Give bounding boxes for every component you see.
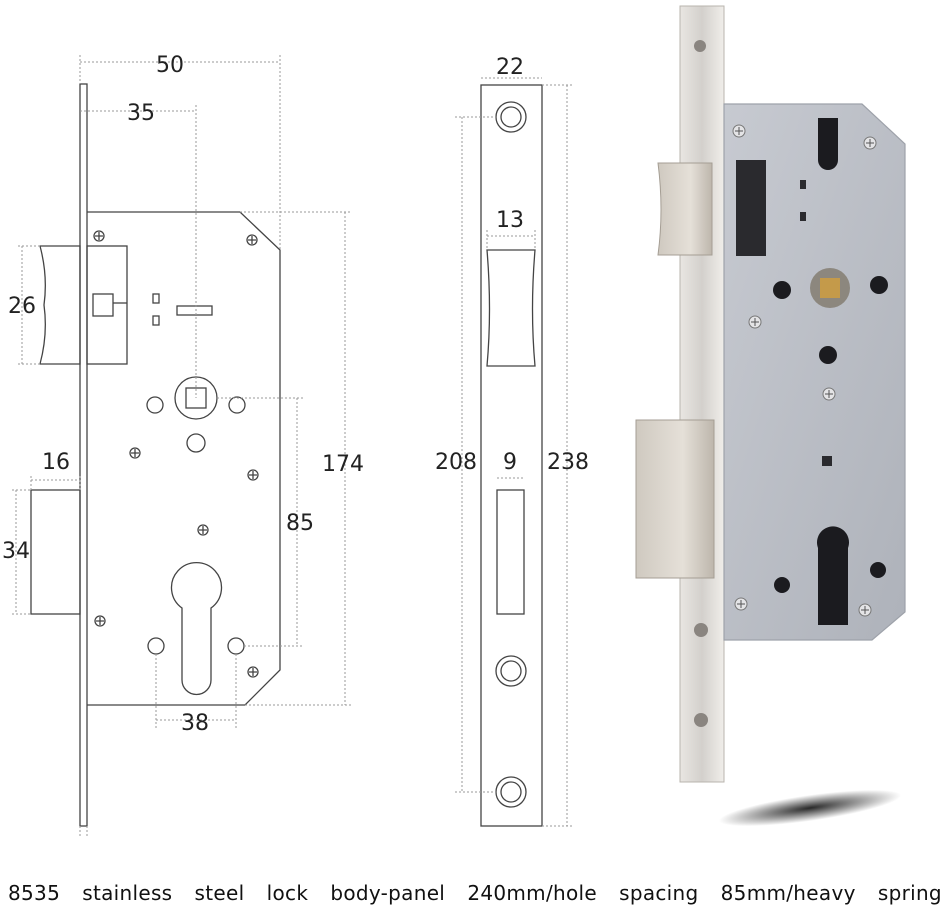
dim-deadbolt-height: 34 — [2, 539, 30, 564]
faceplate-bottom-hole-inner — [500, 781, 522, 803]
floor-shadow — [718, 789, 902, 827]
caption-word: 85mm/heavy — [720, 881, 856, 905]
faceplate-front-view — [480, 84, 543, 827]
latch-slot — [486, 249, 536, 367]
caption-word: lock — [266, 881, 309, 905]
hole-left — [146, 396, 164, 414]
faceplate-mid-hole-inner — [500, 660, 522, 682]
slot-horizontal — [176, 305, 213, 316]
photo-latch-window — [736, 160, 766, 256]
caption-word: 240mm/hole — [467, 881, 597, 905]
dim-body-height: 174 — [322, 452, 364, 477]
deadbolt — [30, 489, 81, 615]
dim-faceplate-width: 22 — [496, 55, 524, 80]
slot-small-2 — [152, 315, 160, 326]
photo-follower-square — [820, 278, 840, 298]
dim-faceplate-length: 238 — [547, 450, 589, 475]
dim-latch-height: 26 — [8, 294, 36, 319]
hole-right — [228, 396, 246, 414]
lock-body-outline — [87, 211, 281, 706]
screw-icon — [247, 469, 259, 481]
screw-icon — [94, 615, 106, 627]
dim-center-distance: 85 — [286, 511, 314, 536]
photo-hole — [819, 346, 837, 364]
caption-word: spring — [877, 881, 942, 905]
photo-small-slot — [800, 180, 806, 189]
photo-hole — [870, 562, 886, 578]
photo-hole — [774, 577, 790, 593]
cylinder-cutout — [170, 562, 223, 696]
photo-small-slot — [822, 456, 832, 466]
screw-icon — [734, 597, 748, 611]
photo-latch-bolt — [657, 162, 713, 256]
screw-icon — [93, 230, 105, 242]
side-view-drawing — [30, 83, 281, 827]
screw-icon — [732, 124, 746, 138]
dim-cylinder-spacing: 38 — [181, 711, 209, 736]
latch-spring — [92, 293, 114, 317]
dim-latch-slot-width: 13 — [496, 208, 524, 233]
photo-hole — [870, 276, 888, 294]
faceplate-dimension-lines — [455, 77, 574, 827]
caption-word: stainless — [82, 881, 173, 905]
faceplate-outline — [480, 84, 543, 827]
photo-top-slot — [818, 118, 838, 170]
screw-icon — [748, 315, 762, 329]
latch-bolt — [39, 245, 81, 365]
photo-cylinder-cutout — [817, 526, 849, 625]
follower-ring — [174, 376, 218, 420]
screw-icon — [858, 603, 872, 617]
slot-small-1 — [152, 293, 160, 304]
hole-lower — [186, 433, 206, 453]
dimension-labels: 50 35 26 16 34 174 85 38 22 13 9 208 238 — [2, 53, 589, 736]
dim-width-total: 50 — [156, 53, 184, 78]
cylinder-hole-left — [147, 637, 165, 655]
caption-word: steel — [194, 881, 245, 905]
dim-hole-spacing: 208 — [435, 450, 477, 475]
latch-housing — [86, 245, 128, 365]
screw-icon — [822, 387, 836, 401]
caption-word: body-panel — [330, 881, 446, 905]
deadbolt-slot — [496, 489, 525, 615]
photo-deadbolt — [635, 419, 715, 579]
faceplate-top-hole-inner — [500, 106, 522, 128]
cylinder-hole-right — [227, 637, 245, 655]
photo-faceplate — [679, 5, 725, 783]
photo-faceplate-hole — [694, 623, 708, 637]
photo-small-slot — [800, 212, 806, 221]
lock-product-photo — [635, 5, 906, 827]
faceplate-mid-hole — [495, 655, 527, 687]
screw-icon — [246, 234, 258, 246]
caption-word: 8535 — [8, 881, 61, 905]
screw-icon — [129, 447, 141, 459]
photo-hole — [773, 281, 791, 299]
photo-lock-case — [723, 103, 906, 641]
screw-icon — [197, 524, 209, 536]
faceplate-edge — [79, 83, 88, 827]
dim-deadbolt-projection: 16 — [42, 450, 70, 475]
screw-icon — [863, 136, 877, 150]
photo-faceplate-hole — [694, 40, 706, 52]
dim-backset: 35 — [127, 101, 155, 126]
follower-square — [185, 387, 207, 409]
product-caption: 8535 stainless steel lock body-panel 240… — [8, 878, 942, 908]
dim-deadbolt-slot-width: 9 — [503, 450, 517, 475]
side-view-dimension-lines — [12, 55, 352, 836]
screw-icon — [247, 666, 259, 678]
caption-word: spacing — [619, 881, 699, 905]
photo-faceplate-hole — [694, 713, 708, 727]
